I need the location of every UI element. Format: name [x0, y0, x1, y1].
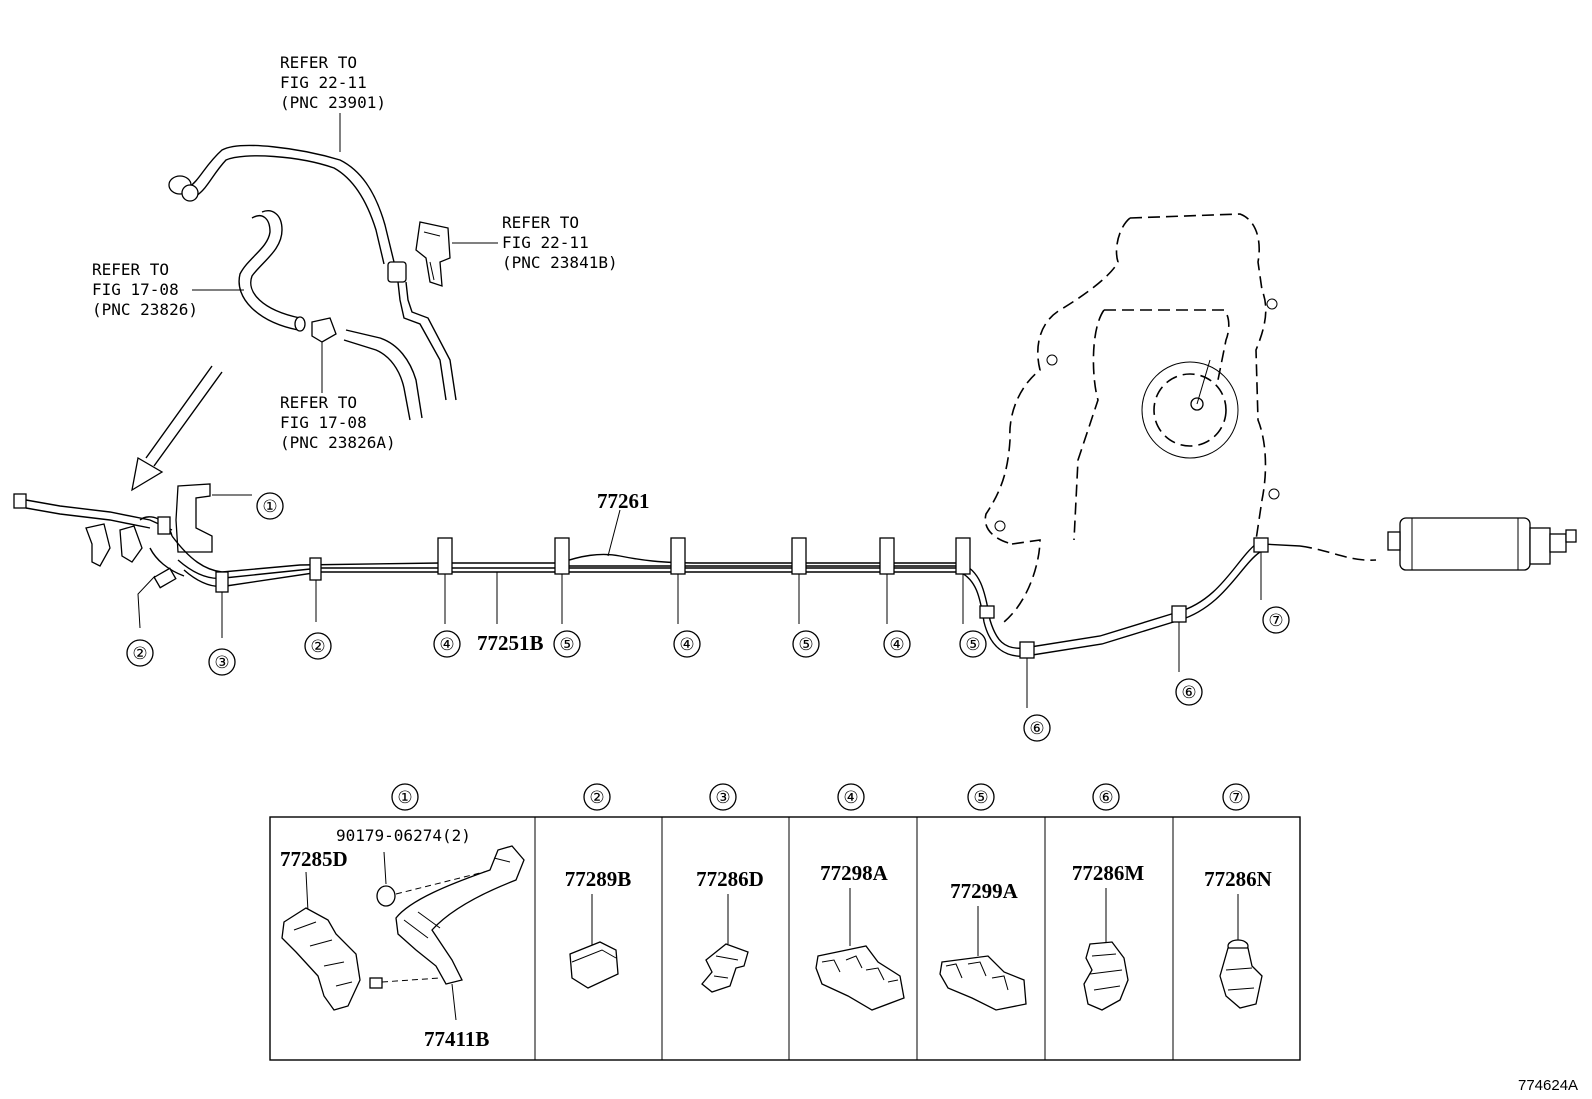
tube-clamps: [153, 516, 1269, 659]
callout-label: ⑤: [965, 635, 980, 654]
clamp-77286m-illustration: [1083, 888, 1129, 1011]
callout-2: ②: [126, 639, 154, 667]
part-number-77251b: 77251B: [477, 631, 544, 655]
callout-2b: ②: [304, 632, 332, 660]
figure-id: 774624A: [1518, 1077, 1578, 1094]
table-header-5: ⑤: [967, 783, 995, 811]
callout-label: ④: [439, 635, 454, 654]
parts-table: ① ② ③ ④ ⑤ ⑥ ⑦ 90179-06274(2) 77285D 774: [269, 783, 1301, 1061]
callout-5a: ⑤: [553, 630, 581, 658]
callout-label: ⑥: [1029, 719, 1044, 738]
callout-7: ⑦: [1262, 606, 1290, 634]
callout-label: ⑤: [798, 635, 813, 654]
fuel-hose-23901-illustration: [168, 144, 457, 401]
table-header-7: ⑦: [1222, 783, 1250, 811]
callout-label: ⑥: [1181, 683, 1196, 702]
fuel-tank-outline: [984, 213, 1280, 623]
part-number-77298a: 77298A: [820, 861, 889, 885]
table-header-4: ④: [837, 783, 865, 811]
bracket-23841b-illustration: [415, 221, 451, 287]
callout-6a: ⑥: [1023, 714, 1051, 742]
refer-note-line: REFER TO: [280, 53, 357, 72]
part-number-77299a: 77299A: [950, 879, 1019, 903]
hose-23826-illustration: [238, 210, 306, 332]
callout-label: ②: [310, 637, 325, 656]
callout-label: ③: [214, 653, 229, 672]
refer-note-line: FIG 22-11: [502, 233, 589, 252]
callout-4b: ④: [673, 630, 701, 658]
refer-note-line: (PNC 23826A): [280, 433, 396, 452]
part-number-77285d: 77285D: [280, 847, 348, 871]
part-number-77261: 77261: [597, 489, 650, 513]
callout-leaders: [137, 509, 1262, 708]
table-header-1: ①: [391, 783, 419, 811]
view-direction-arrow: [131, 365, 223, 492]
part-number-77411b: 77411B: [424, 1027, 489, 1051]
callout-label: ④: [679, 635, 694, 654]
refer-note-pnc-23841b: REFER TO FIG 22-11 (PNC 23841B): [452, 213, 618, 272]
callout-1: ①: [256, 492, 284, 520]
bracket-77285d-illustration: [281, 871, 441, 1011]
header-label: ⑥: [1098, 788, 1113, 807]
refer-note-line: FIG 17-08: [92, 280, 179, 299]
refer-note-pnc-23826a: REFER TO FIG 17-08 (PNC 23826A): [280, 340, 396, 452]
callout-label: ④: [889, 635, 904, 654]
callout-label: ⑤: [559, 635, 574, 654]
refer-note-line: REFER TO: [280, 393, 357, 412]
main-tubes: [171, 535, 1377, 657]
header-label: ①: [397, 788, 412, 807]
header-label: ④: [843, 788, 858, 807]
table-header-2: ②: [583, 783, 611, 811]
callout-5c: ⑤: [959, 630, 987, 658]
refer-note-line: FIG 17-08: [280, 413, 367, 432]
header-label: ⑤: [973, 788, 988, 807]
table-header-6: ⑥: [1092, 783, 1120, 811]
callout-5b: ⑤: [792, 630, 820, 658]
part-number-77286n: 77286N: [1204, 867, 1272, 891]
hose-23826a-illustration: [311, 317, 423, 421]
part-number-77286d: 77286D: [696, 867, 764, 891]
callouts-upper: ① ② ③ ② ④ ⑤ ④ ⑤: [126, 492, 1290, 742]
part-number-90179-06274: 90179-06274(2): [336, 826, 471, 845]
callout-4a: ④: [433, 630, 461, 658]
refer-note-pnc-23901: REFER TO FIG 22-11 (PNC 23901): [280, 53, 386, 152]
refer-note-line: (PNC 23901): [280, 93, 386, 112]
callout-label: ②: [132, 644, 147, 663]
callout-label: ⑦: [1268, 611, 1283, 630]
part-number-77286m: 77286M: [1072, 861, 1145, 885]
callout-4c: ④: [883, 630, 911, 658]
bolt-90179-illustration: [376, 851, 501, 907]
clip-77286n-illustration: [1219, 894, 1263, 1009]
refer-note-line: (PNC 23841B): [502, 253, 618, 272]
clamp-77299a-illustration: [939, 906, 1027, 1011]
part-number-77289b: 77289B: [565, 867, 632, 891]
refer-note-line: (PNC 23826): [92, 300, 198, 319]
callout-6b: ⑥: [1175, 678, 1203, 706]
callout-label: ①: [262, 497, 277, 516]
charcoal-canister: [1387, 517, 1577, 571]
clip-77286d-illustration: [701, 894, 749, 993]
refer-note-line: REFER TO: [92, 260, 169, 279]
clip-77289b-illustration: [569, 894, 619, 989]
header-label: ②: [589, 788, 604, 807]
refer-note-line: REFER TO: [502, 213, 579, 232]
refer-note-pnc-23826: REFER TO FIG 17-08 (PNC 23826): [92, 260, 244, 319]
bracket-77411b-illustration: [395, 845, 525, 1021]
connector-assembly-left: [13, 483, 252, 577]
clamp-77298a-illustration: [815, 888, 905, 1011]
table-header-3: ③: [709, 783, 737, 811]
header-label: ③: [715, 788, 730, 807]
header-label: ⑦: [1228, 788, 1243, 807]
callout-3: ③: [208, 648, 236, 676]
refer-note-line: FIG 22-11: [280, 73, 367, 92]
